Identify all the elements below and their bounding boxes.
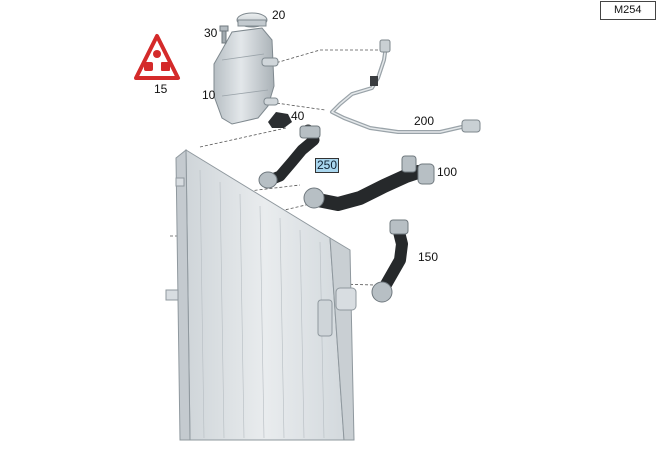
part-label-tank: 10	[202, 88, 216, 102]
part-label-lower-hose: 150	[418, 250, 439, 264]
part-label-warning: 15	[154, 82, 168, 96]
part-label-bolt: 30	[204, 26, 218, 40]
upper-hose	[258, 124, 321, 189]
part-label-cap: 20	[272, 8, 286, 22]
radiator	[165, 148, 357, 441]
filler-cap	[236, 12, 268, 28]
part-label-upper-hose[interactable]: 250	[315, 158, 340, 173]
cover	[268, 112, 292, 128]
part-label-main-hose: 100	[437, 165, 458, 179]
bolt	[219, 25, 229, 44]
main-hose	[303, 155, 435, 211]
coolant-line	[330, 39, 481, 134]
model-code-label: M254	[600, 1, 656, 20]
part-label-cover: 40	[291, 109, 305, 123]
expansion-tank	[213, 27, 279, 125]
lower-hose	[371, 219, 409, 303]
warning-triangle-icon	[134, 34, 180, 80]
part-label-line: 200	[414, 114, 435, 128]
